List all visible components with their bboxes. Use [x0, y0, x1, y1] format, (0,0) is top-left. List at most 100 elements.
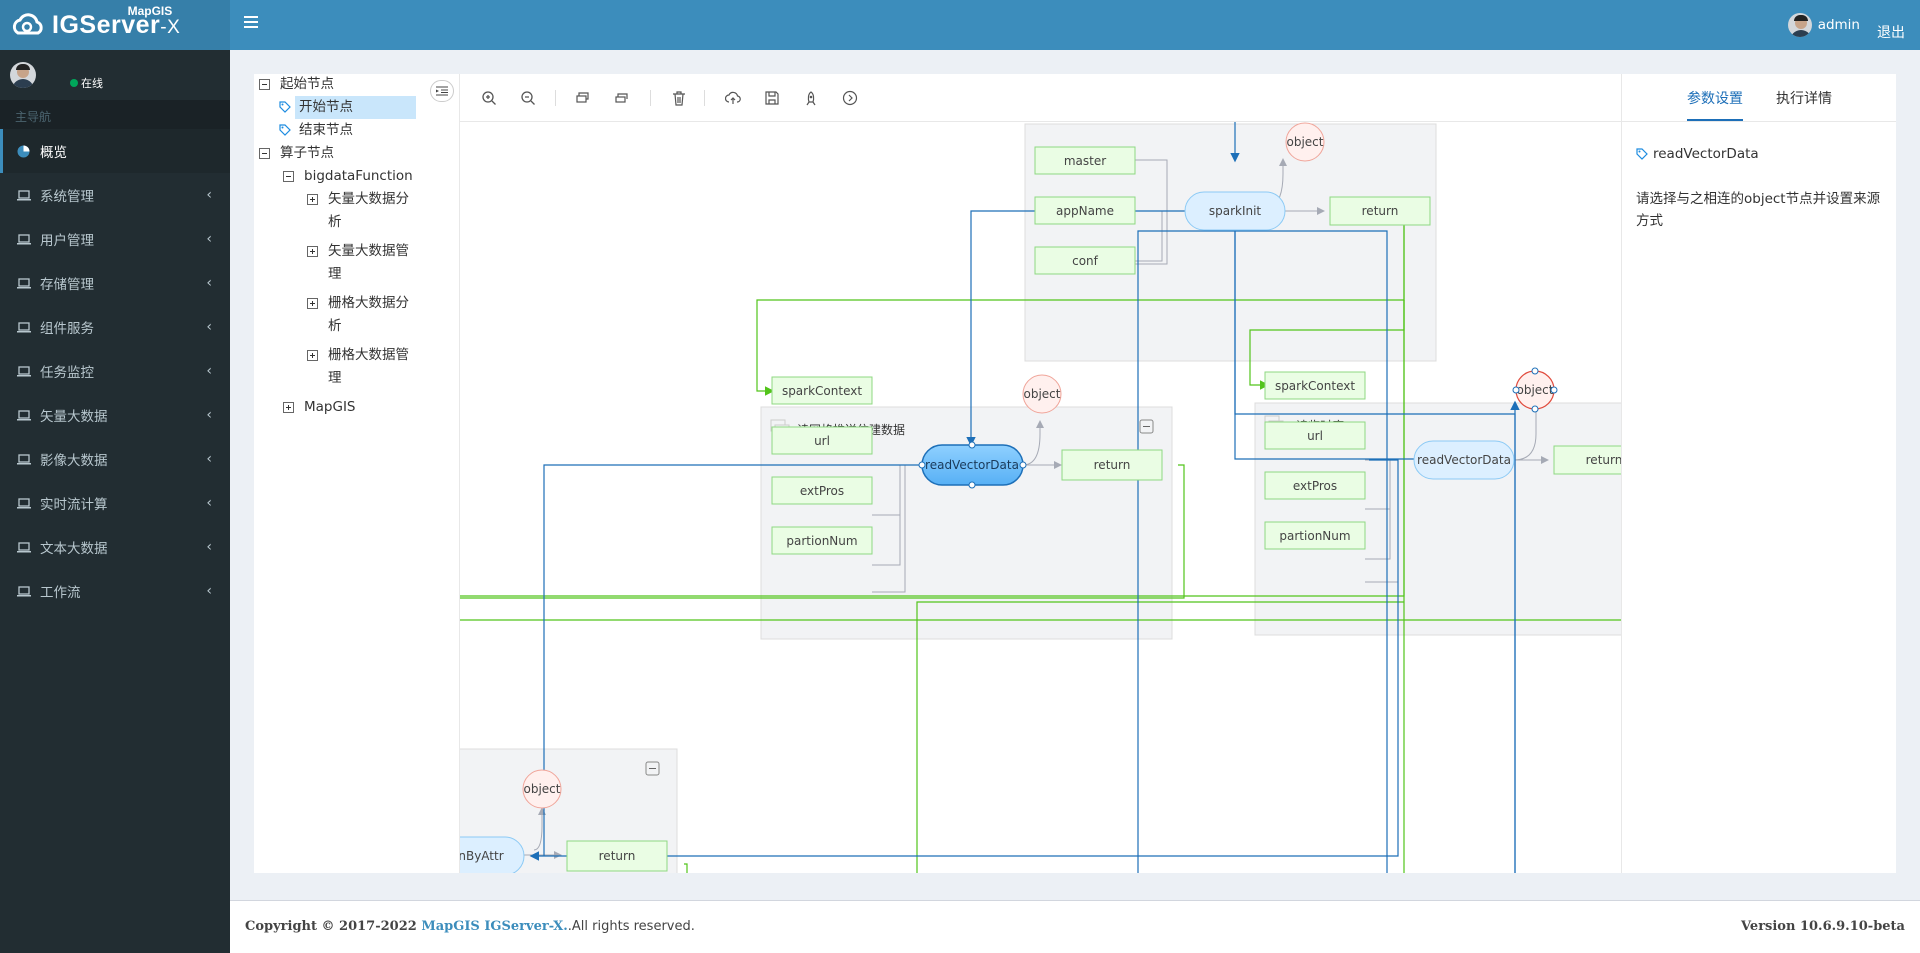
brand-logo[interactable]: MapGIS IGServer-X [0, 0, 230, 50]
node-joinbyattr[interactable]: joinByAttr [460, 836, 525, 873]
collapse-icon[interactable] [259, 148, 270, 159]
node-return-1[interactable]: return [1329, 196, 1431, 226]
laptop-icon [17, 497, 33, 509]
node-extpros-3[interactable]: extPros [1264, 471, 1366, 500]
tab-execution[interactable]: 执行详情 [1776, 91, 1832, 107]
node-appname[interactable]: appName [1034, 196, 1136, 225]
node-sparkcontext-3[interactable]: sparkContext [1264, 371, 1366, 400]
node-partionnum-3[interactable]: partionNum [1264, 521, 1366, 550]
sidebar-item-workflow[interactable]: 工作流‹ [0, 569, 230, 613]
node-partionnum-2[interactable]: partionNum [771, 526, 873, 555]
node-return-3[interactable]: return [1553, 445, 1621, 475]
sidebar-item-imagery[interactable]: 影像大数据‹ [0, 437, 230, 481]
layout-icon-2[interactable] [613, 89, 631, 107]
diagram-canvas[interactable]: 读网格推送住建数据 读临时库 [459, 74, 1621, 873]
brand-suffix: -X [160, 16, 181, 38]
node-readvectordata-selected[interactable]: readVectorData [918, 441, 1027, 489]
tree-start-node[interactable]: 开始节点 [279, 96, 416, 119]
tree-end-node[interactable]: 结束节点 [279, 119, 353, 142]
expand-icon[interactable] [307, 246, 318, 257]
sidebar-item-storage[interactable]: 存储管理‹ [0, 261, 230, 305]
zoom-in-icon[interactable] [480, 89, 498, 107]
zoom-out-icon[interactable] [519, 89, 537, 107]
svg-text:return: return [1586, 453, 1621, 467]
sidebar-item-users[interactable]: 用户管理‹ [0, 217, 230, 261]
tree-raster-manage[interactable]: 栅格大数据管理 [307, 344, 409, 390]
delete-icon[interactable] [670, 89, 688, 107]
svg-text:joinByAttr: joinByAttr [460, 849, 504, 863]
node-object-4[interactable]: object [522, 769, 562, 809]
svg-text:readVectorData: readVectorData [925, 458, 1019, 472]
tab-parameters[interactable]: 参数设置 [1687, 91, 1743, 107]
node-conf[interactable]: conf [1034, 246, 1136, 275]
node-extpros-2[interactable]: extPros [771, 476, 873, 505]
node-return-4[interactable]: return [566, 840, 668, 872]
group-header-join [645, 761, 660, 776]
collapse-tree-button[interactable] [430, 80, 454, 102]
sidebar-item-overview[interactable]: 概览 [0, 129, 230, 173]
collapse-group-icon[interactable] [645, 761, 660, 776]
laptop-icon [17, 409, 33, 421]
node-url-2[interactable]: url [771, 426, 873, 455]
collapse-icon[interactable] [283, 171, 294, 182]
sidebar-item-label: 存储管理 [40, 277, 94, 293]
sidebar-item-stream[interactable]: 实时流计算‹ [0, 481, 230, 525]
layout-icon-1[interactable] [574, 89, 592, 107]
tree-bigdata-function[interactable]: bigdataFunction [283, 165, 413, 188]
workflow-diagram[interactable]: 读网格推送住建数据 读临时库 [460, 74, 1621, 873]
user-menu[interactable]: admin [1787, 13, 1860, 37]
node-sparkcontext-2[interactable]: sparkContext [771, 376, 873, 405]
menu-toggle-icon[interactable] [244, 16, 258, 31]
node-readvectordata-2[interactable]: readVectorData [1413, 440, 1515, 480]
node-sparkinit[interactable]: sparkInit [1184, 191, 1286, 231]
svg-text:extPros: extPros [800, 484, 844, 498]
upload-icon[interactable] [724, 89, 742, 107]
node-object-1[interactable]: object [1285, 122, 1325, 162]
expand-icon[interactable] [283, 402, 294, 413]
run-icon[interactable] [802, 89, 820, 107]
expand-icon[interactable] [307, 194, 318, 205]
svg-text:sparkContext: sparkContext [782, 384, 862, 398]
expand-icon[interactable] [307, 350, 318, 361]
collapse-icon[interactable] [259, 79, 270, 90]
indent-icon [436, 86, 448, 96]
node-return-2[interactable]: return [1061, 449, 1163, 481]
node-url-3[interactable]: url [1264, 421, 1366, 450]
sidebar-item-text[interactable]: 文本大数据‹ [0, 525, 230, 569]
tree-operator-group[interactable]: 算子节点 [259, 142, 334, 165]
tree-mapgis[interactable]: MapGIS [283, 396, 356, 419]
svg-text:master: master [1064, 154, 1106, 168]
svg-text:readVectorData: readVectorData [1417, 453, 1511, 467]
play-icon[interactable] [841, 89, 859, 107]
mapgis-link[interactable]: MapGIS IGServer-X. [421, 919, 568, 934]
sidebar-item-vector[interactable]: 矢量大数据‹ [0, 393, 230, 437]
svg-text:return: return [1362, 204, 1399, 218]
node-object-3[interactable]: object [1512, 367, 1558, 413]
expand-icon[interactable] [307, 298, 318, 309]
tree-start-group[interactable]: 起始节点 [259, 74, 334, 96]
tree-vector-analysis[interactable]: 矢量大数据分析 [307, 188, 409, 234]
node-master[interactable]: master [1034, 146, 1136, 175]
node-object-2[interactable]: object [1022, 374, 1062, 414]
brand-sub: MapGIS [127, 3, 173, 18]
sidebar-item-system[interactable]: 系统管理‹ [0, 173, 230, 217]
logout-link[interactable]: 退出 [1877, 25, 1905, 41]
chevron-left-icon: ‹ [206, 495, 212, 511]
chevron-left-icon: ‹ [206, 451, 212, 467]
chevron-left-icon: ‹ [206, 539, 212, 555]
sidebar-item-label: 矢量大数据 [40, 409, 108, 425]
tree-vector-manage[interactable]: 矢量大数据管理 [307, 240, 409, 286]
user-panel: 在线 [0, 50, 230, 100]
editor-toolbar [460, 74, 1621, 122]
chevron-left-icon: ‹ [206, 187, 212, 203]
svg-text:sparkInit: sparkInit [1209, 204, 1262, 218]
active-tab-indicator [1687, 119, 1743, 121]
svg-text:object: object [524, 782, 561, 796]
save-icon[interactable] [763, 89, 781, 107]
svg-text:object: object [1024, 387, 1061, 401]
svg-text:sparkContext: sparkContext [1275, 379, 1355, 393]
tree-raster-analysis[interactable]: 栅格大数据分析 [307, 292, 409, 338]
collapse-group-icon[interactable] [1139, 419, 1154, 434]
sidebar-item-components[interactable]: 组件服务‹ [0, 305, 230, 349]
sidebar-item-tasks[interactable]: 任务监控‹ [0, 349, 230, 393]
